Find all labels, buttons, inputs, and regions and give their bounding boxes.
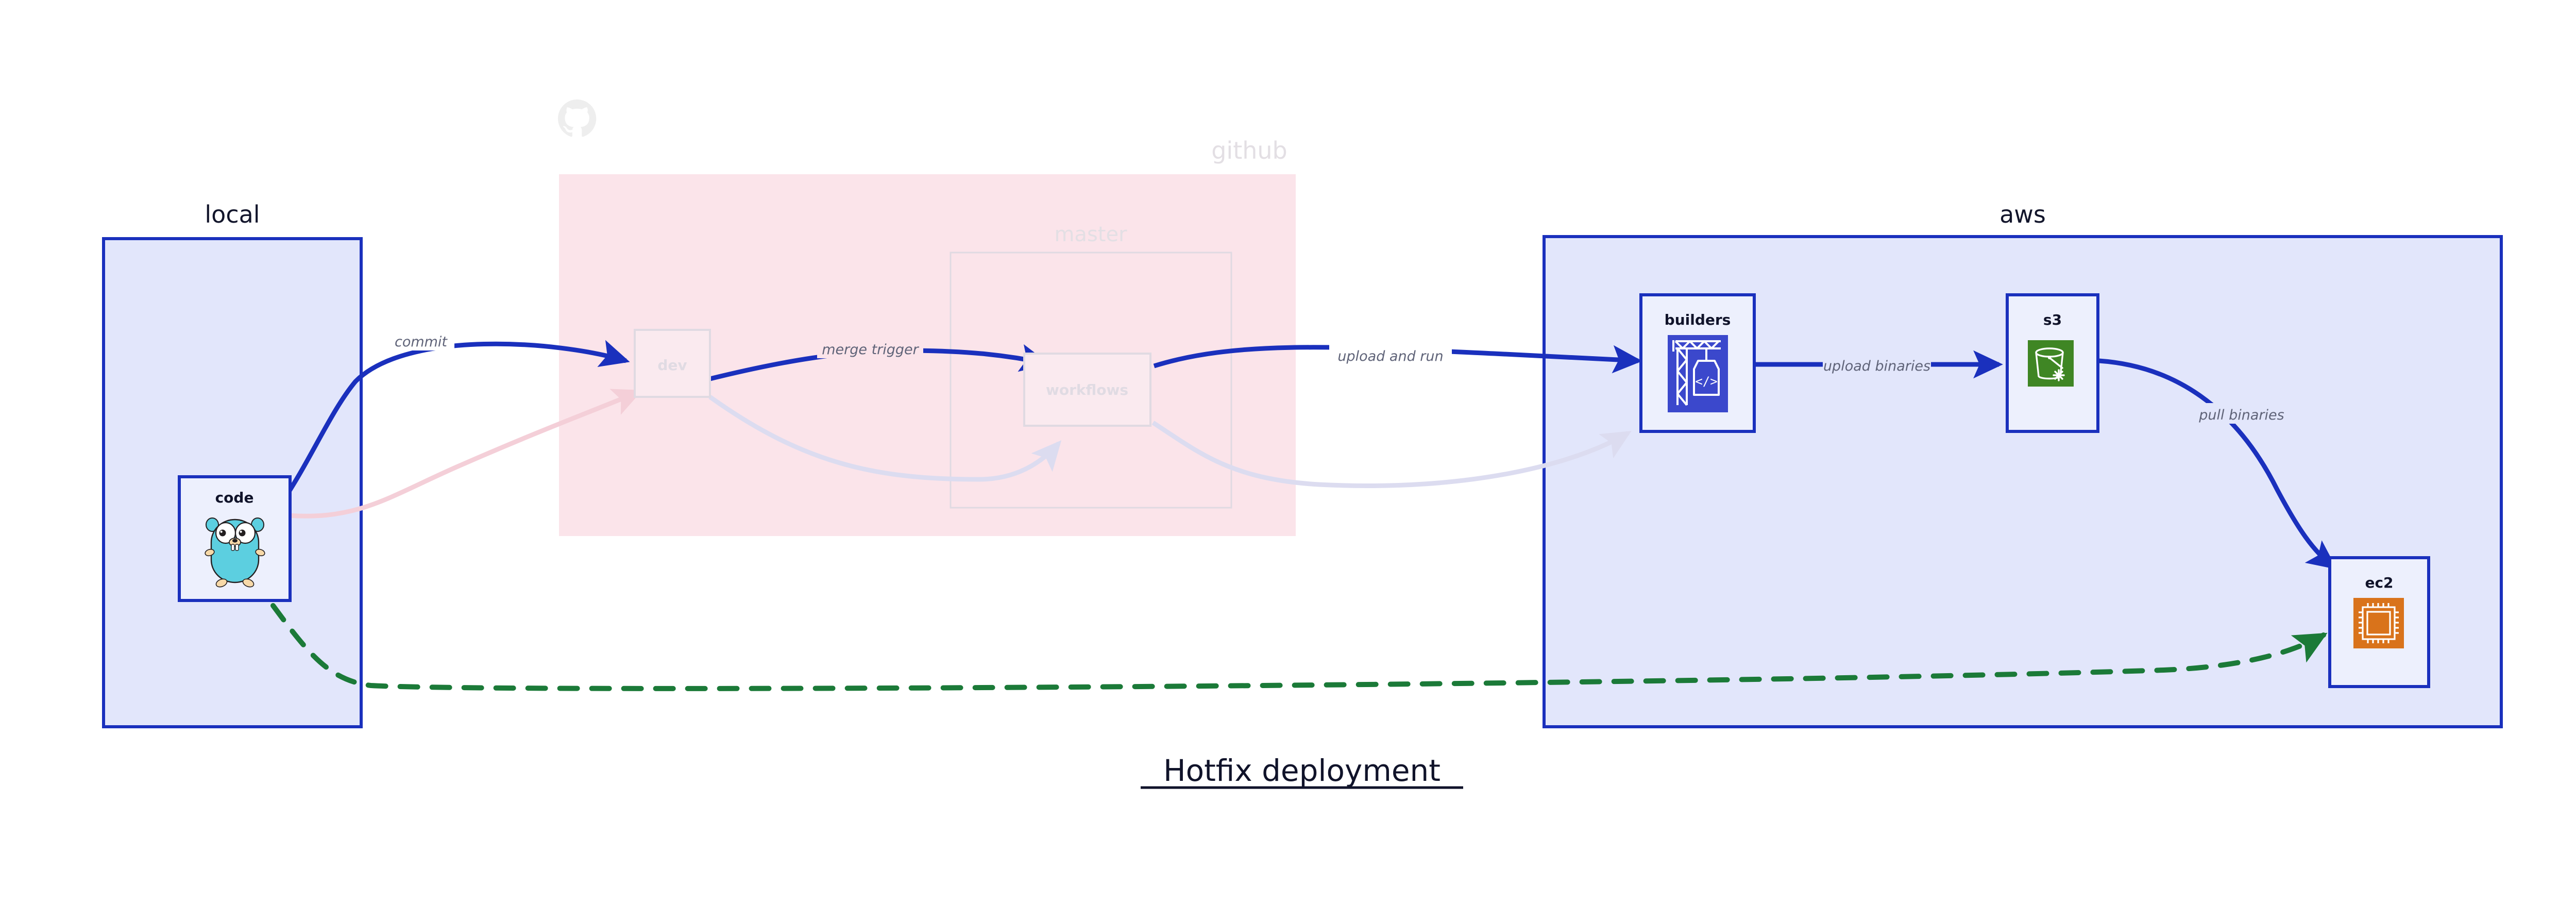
s3-node-box[interactable] xyxy=(2006,293,2099,433)
group-github: github master xyxy=(558,99,1296,536)
ghost-edge-code-to-dev xyxy=(288,389,643,519)
ghost-edges xyxy=(288,389,1632,519)
go-gopher-icon xyxy=(205,517,265,588)
upload-binaries-label-bg xyxy=(1823,354,1931,375)
s3-node-label: s3 xyxy=(2043,311,2062,328)
ec2-node-label: ec2 xyxy=(2365,574,2393,591)
node-workflows[interactable]: workflows xyxy=(1023,353,1151,427)
dev-node-label: dev xyxy=(657,357,687,374)
code-node-label: code xyxy=(215,489,254,506)
upload-and-run-label-bg xyxy=(1329,344,1452,365)
github-group-label: github xyxy=(1211,137,1287,164)
local-group-label: local xyxy=(205,201,260,228)
pull-binaries-label-bg xyxy=(2193,403,2291,424)
edge-hotfix-code-to-ec2 xyxy=(270,603,2328,691)
codebuild-code-glyph: </> xyxy=(1695,374,1717,389)
edge-label-upload-and-run: upload and run xyxy=(1337,348,1443,364)
edge-label-commit: commit xyxy=(395,334,448,350)
page-title: Hotfix deployment xyxy=(1163,753,1440,788)
node-dev[interactable]: dev xyxy=(634,329,711,398)
node-ec2[interactable]: ec2 xyxy=(2328,556,2430,688)
master-group-box xyxy=(950,252,1232,509)
ghost-edge-dev-to-workflows xyxy=(708,395,1062,482)
master-group-label: master xyxy=(1054,223,1127,246)
node-s3[interactable]: s3 xyxy=(2006,293,2099,433)
github-octocat-icon xyxy=(558,99,597,137)
merge-trigger-label-bg xyxy=(817,338,923,358)
aws-s3-glacier-icon xyxy=(2028,340,2074,387)
edge-pull-binaries xyxy=(2098,358,2337,570)
edge-label-pull-binaries: pull binaries xyxy=(2198,407,2284,423)
workflows-node-label: workflows xyxy=(1046,381,1128,398)
node-code[interactable]: code xyxy=(178,475,292,602)
builders-node-label: builders xyxy=(1665,311,1731,328)
group-master: master xyxy=(950,223,1232,509)
aws-codebuild-icon: </> xyxy=(1668,335,1728,412)
ghost-edge-workflows-to-builders xyxy=(1151,421,1632,488)
workflows-node-box[interactable] xyxy=(1023,353,1151,427)
edge-labels: commit merge trigger upload and run uplo… xyxy=(387,330,2291,424)
hotfix-edges xyxy=(270,603,2328,691)
edge-label-upload-binaries: upload binaries xyxy=(1823,358,1930,374)
aws-group-label: aws xyxy=(1999,201,2046,228)
node-builders[interactable]: builders </> xyxy=(1639,293,1756,433)
aws-ec2-chip-icon xyxy=(2353,598,2404,648)
dev-node-box[interactable] xyxy=(634,329,711,398)
group-local: local xyxy=(102,201,363,728)
edge-label-merge-trigger: merge trigger xyxy=(822,342,919,358)
commit-label-bg xyxy=(387,330,454,350)
s3-icon-bg xyxy=(2028,340,2074,387)
diagram-title: Hotfix deployment xyxy=(1141,753,1463,789)
edge-commit xyxy=(276,340,630,509)
